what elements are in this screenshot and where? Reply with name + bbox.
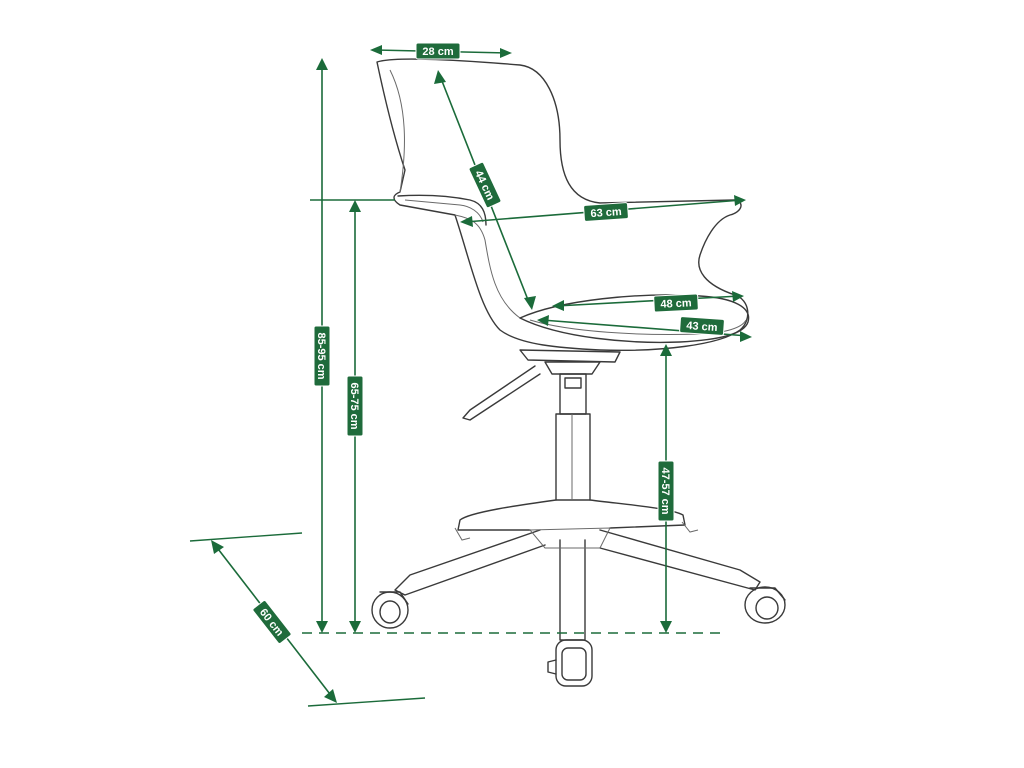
dimension-lines xyxy=(211,45,752,703)
label-armrest-width: 63 cm xyxy=(583,202,629,222)
label-text: 65-75 cm xyxy=(348,382,360,429)
label-backrest-height: 44 cm xyxy=(468,161,502,209)
label-seat-back-top-width: 28 cm xyxy=(415,42,461,60)
label-seat-depth: 43 cm xyxy=(679,316,725,336)
label-seat-width: 48 cm xyxy=(653,293,699,313)
label-armrest-height: 65-75 cm xyxy=(346,375,364,437)
label-text: 85-95 cm xyxy=(315,332,327,379)
label-text: 28 cm xyxy=(422,46,453,58)
label-total-height: 85-95 cm xyxy=(313,325,331,387)
guide-lines xyxy=(189,199,725,707)
label-text: 48 cm xyxy=(660,297,692,311)
caster-right xyxy=(744,586,786,624)
label-text: 63 cm xyxy=(590,206,622,220)
label-text: 47-57 cm xyxy=(659,467,671,514)
caster-front xyxy=(547,639,593,687)
label-base-depth: 60 cm xyxy=(252,600,292,644)
label-seat-height: 47-57 cm xyxy=(657,460,675,522)
label-text: 43 cm xyxy=(686,320,718,334)
chair-illustration xyxy=(371,58,786,687)
caster-left xyxy=(371,591,409,629)
